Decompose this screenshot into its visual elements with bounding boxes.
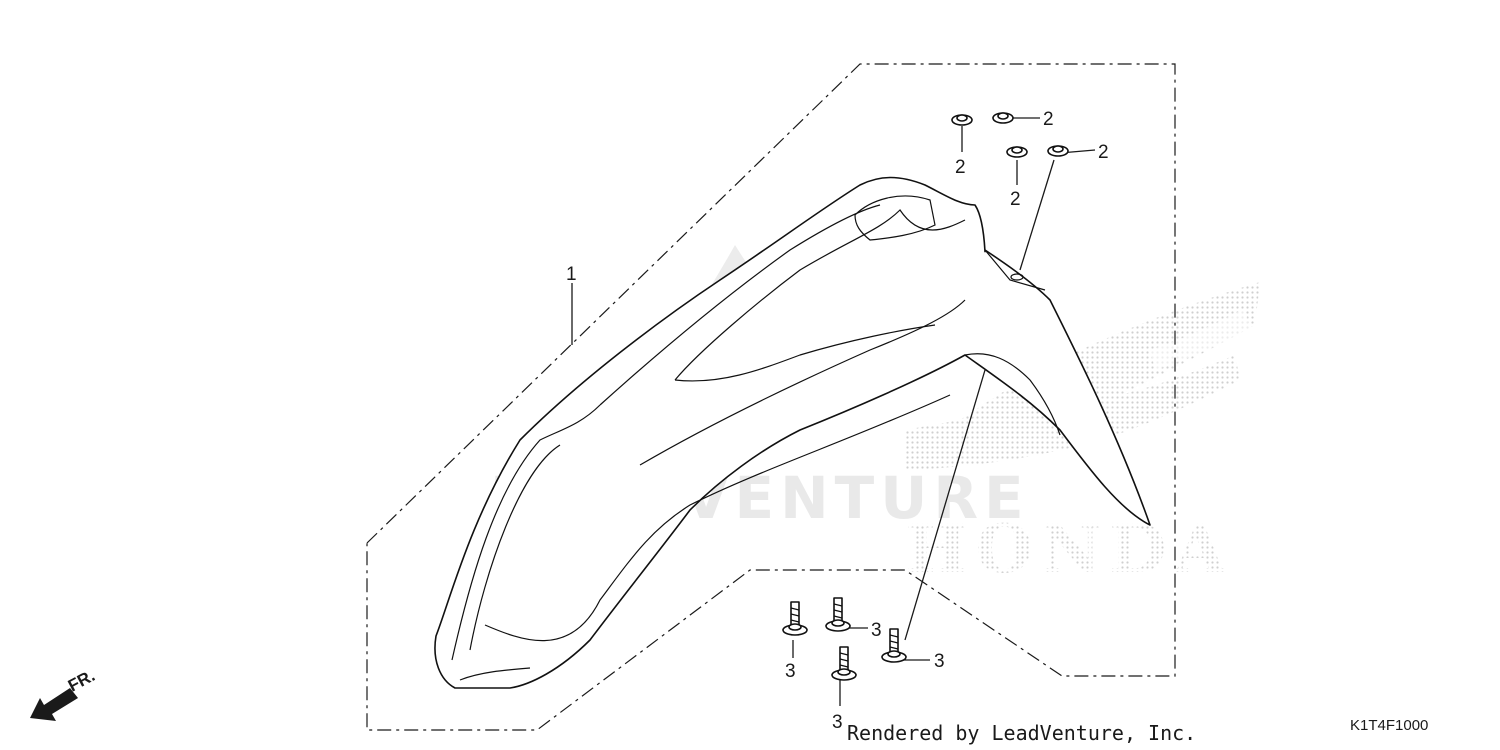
diagram-code: K1T4F1000 [1350, 717, 1428, 734]
callout-bolt: 3 [785, 661, 796, 682]
callout-nut: 2 [955, 157, 966, 178]
nut-icon [1047, 145, 1069, 157]
nut-icon [1006, 146, 1028, 158]
callout-bolt: 3 [871, 620, 882, 641]
assembly-boundary [366, 63, 1176, 731]
bolt-icon [881, 628, 907, 663]
callout-nut: 2 [1098, 142, 1109, 163]
callout-nut: 2 [1010, 189, 1021, 210]
nut-icon [992, 112, 1014, 124]
callout-nut: 2 [1043, 109, 1054, 130]
leader-lines [571, 117, 1096, 706]
render-credit: Rendered by LeadVenture, Inc. [847, 721, 1196, 745]
bolt-icon-group [782, 597, 907, 681]
nut-icon [951, 114, 973, 126]
callout-bolt: 3 [934, 651, 945, 672]
bolt-icon [831, 646, 857, 681]
front-direction-indicator: FR. [30, 666, 98, 721]
nut-icon-group [951, 112, 1069, 158]
callout-fender: 1 [566, 264, 577, 285]
callouts: 1 2 2 2 2 3 3 3 3 [566, 109, 1109, 733]
callout-bolt: 3 [832, 712, 843, 733]
front-fender [434, 176, 1151, 689]
arrow-left-icon [30, 688, 78, 721]
bolt-icon [782, 601, 808, 636]
brand-watermark-text: HONDA [905, 510, 1234, 588]
bolt-icon [825, 597, 851, 632]
